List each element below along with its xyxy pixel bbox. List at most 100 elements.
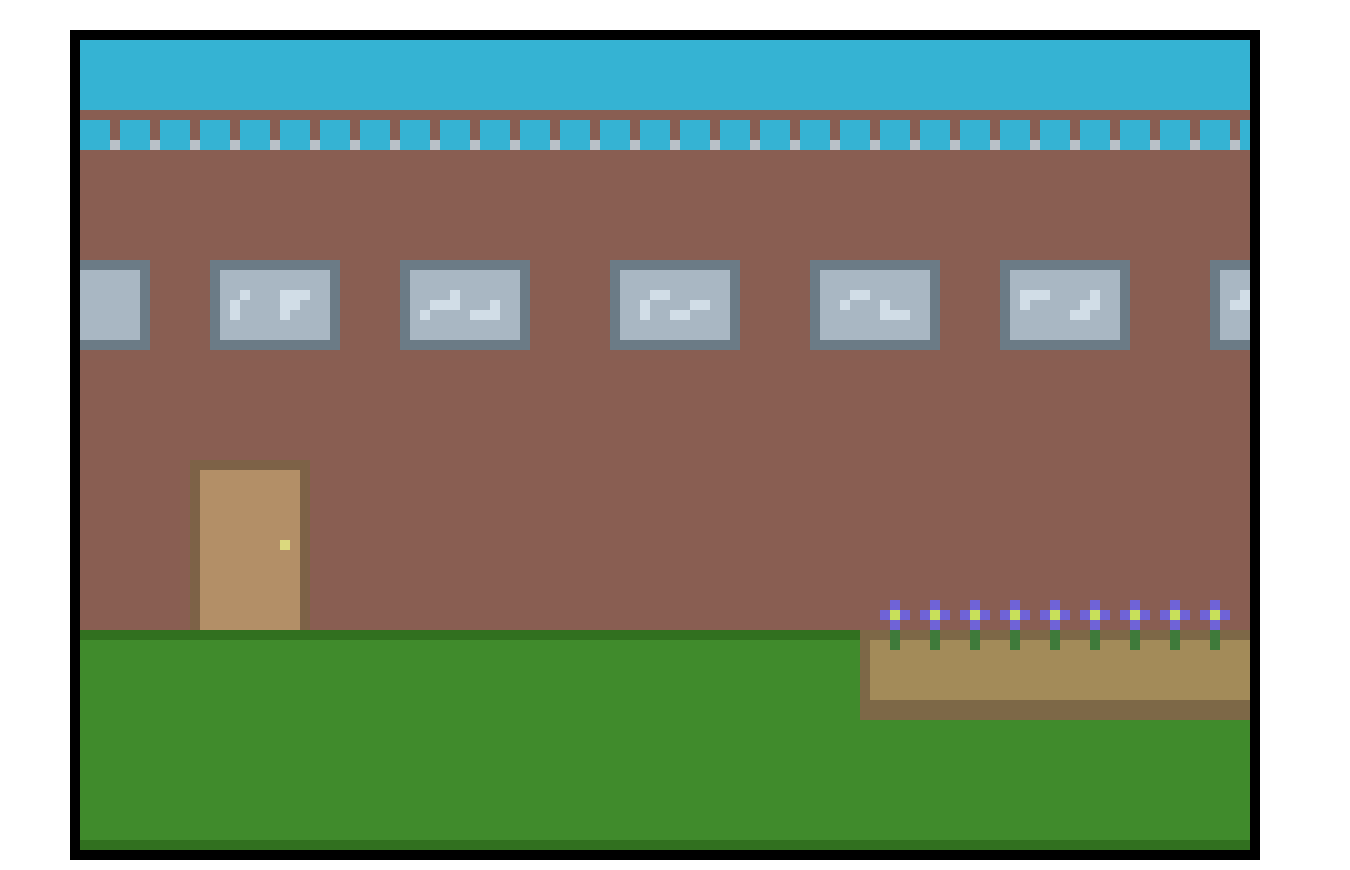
building-window	[400, 260, 530, 350]
building-window	[810, 260, 940, 350]
battlement-block	[280, 120, 310, 150]
flower	[1000, 600, 1030, 650]
battlement-block	[480, 120, 510, 150]
flower-stem	[1090, 620, 1100, 650]
flower	[920, 600, 950, 650]
glass-reflection	[240, 290, 250, 300]
flower-stem	[970, 620, 980, 650]
battlement-block	[920, 120, 950, 150]
battlement-block	[360, 120, 390, 150]
glass-reflection	[840, 300, 850, 310]
flower-stem	[1010, 620, 1020, 650]
flower-stem	[890, 620, 900, 650]
building-window	[1000, 260, 1130, 350]
battlement-block	[960, 120, 990, 150]
flower-center	[1050, 610, 1060, 620]
glass-reflection	[1020, 290, 1030, 310]
battlement-block	[160, 120, 190, 150]
grass-bottom-edge	[80, 840, 1250, 850]
flower-center	[1010, 610, 1020, 620]
glass-reflection	[280, 290, 310, 300]
battlement-block	[1000, 120, 1030, 150]
game-scene[interactable]	[80, 40, 1250, 850]
flower	[1120, 600, 1150, 650]
glass-reflection	[1230, 300, 1250, 310]
battlement-block	[240, 120, 270, 150]
glass-reflection	[420, 310, 430, 320]
flower-stem	[1050, 620, 1060, 650]
planter-soil	[870, 640, 1250, 700]
battlement-block	[80, 120, 110, 150]
sky	[80, 40, 1250, 110]
glass-reflection	[430, 300, 460, 310]
battlement-block	[1200, 120, 1230, 150]
window-glass	[80, 270, 140, 340]
flower	[1200, 600, 1230, 650]
building-window	[210, 260, 340, 350]
flower	[960, 600, 990, 650]
glass-reflection	[1020, 290, 1050, 300]
flower	[880, 600, 910, 650]
battlement-block	[1160, 120, 1190, 150]
battlement-block	[200, 120, 230, 150]
battlement-block	[600, 120, 630, 150]
flower-center	[1170, 610, 1180, 620]
battlement-block	[680, 120, 710, 150]
window-glass	[220, 270, 330, 340]
glass-reflection	[690, 300, 710, 310]
battlement-block	[1040, 120, 1070, 150]
flower	[1080, 600, 1110, 650]
battlement-block	[640, 120, 670, 150]
glass-reflection	[660, 290, 670, 300]
glass-reflection	[640, 300, 650, 320]
glass-reflection	[280, 300, 290, 320]
door-panel	[200, 470, 300, 630]
battlement-block	[760, 120, 790, 150]
glass-reflection	[1080, 300, 1090, 310]
building-door[interactable]	[190, 460, 310, 630]
glass-reflection	[290, 290, 300, 310]
flower-center	[970, 610, 980, 620]
glass-reflection	[490, 300, 500, 310]
glass-reflection	[1070, 310, 1090, 320]
glass-reflection	[850, 290, 870, 300]
glass-reflection	[1240, 290, 1250, 300]
flower-stem	[930, 620, 940, 650]
flower	[1160, 600, 1190, 650]
flower	[1040, 600, 1070, 650]
glass-reflection	[1090, 290, 1100, 310]
battlement-block	[1120, 120, 1150, 150]
glass-reflection	[670, 310, 690, 320]
battlement-block	[320, 120, 350, 150]
battlement-block	[120, 120, 150, 150]
battlement-block	[560, 120, 590, 150]
glass-reflection	[470, 310, 500, 320]
window-glass	[620, 270, 730, 340]
battlement-block	[800, 120, 830, 150]
battlement-block	[840, 120, 870, 150]
building-window	[610, 260, 740, 350]
battlement-block	[440, 120, 470, 150]
window-glass	[1220, 270, 1250, 340]
flower-center	[1090, 610, 1100, 620]
flower-center	[890, 610, 900, 620]
battlement-block	[1080, 120, 1110, 150]
battlement-block	[720, 120, 750, 150]
glass-reflection	[880, 310, 910, 320]
grass-edge	[80, 630, 1250, 640]
battlement-block	[1240, 120, 1250, 150]
battlement-block	[400, 120, 430, 150]
flower-center	[930, 610, 940, 620]
window-glass	[1010, 270, 1120, 340]
flower-center	[1210, 610, 1220, 620]
battlement-block	[520, 120, 550, 150]
building-window	[80, 260, 150, 350]
window-glass	[820, 270, 930, 340]
door-knob	[280, 540, 290, 550]
building-window	[1210, 260, 1250, 350]
flower-stem	[1130, 620, 1140, 650]
glass-reflection	[650, 290, 660, 300]
flower-stem	[1210, 620, 1220, 650]
flower-stem	[1170, 620, 1180, 650]
window-glass	[410, 270, 520, 340]
